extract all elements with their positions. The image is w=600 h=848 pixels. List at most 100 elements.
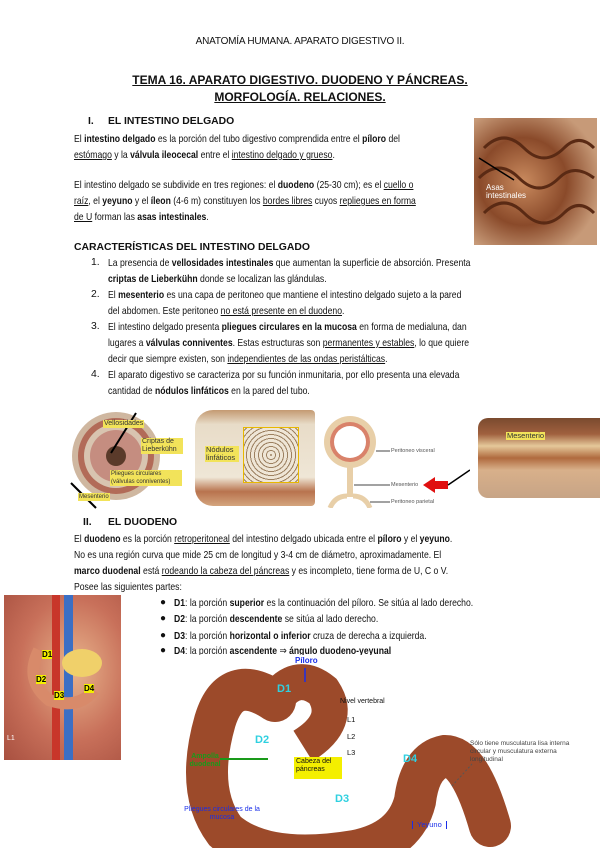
text-segment: de U [74, 212, 93, 223]
text-segment: . [449, 534, 453, 545]
level-l2: L2 [347, 732, 356, 741]
text-segment: : la porción [185, 598, 230, 609]
visceral-peritoneum-label: Peritoneo visceral [391, 448, 435, 454]
duodenum-anatomy-drawing [27, 595, 102, 760]
ampolla-label: Ampolla duodenal [189, 753, 221, 768]
text-segment: El intestino delgado se subdivide en tre… [74, 180, 278, 191]
nodules-label: Nódulos linfáticos [205, 446, 239, 462]
text-segment: D3 [174, 631, 186, 642]
lymph-nodules-image: Nódulos linfáticos [195, 410, 315, 506]
text-segment: . [385, 354, 388, 365]
text-segment: repliegues en forma [339, 196, 416, 207]
text-segment: lugares a [108, 338, 146, 349]
d1-label: D1 [42, 650, 53, 659]
text-segment: cuyos [312, 196, 340, 207]
parietal-peritoneum-label: Peritoneo parietal [391, 499, 435, 505]
text-segment: es la porción del tubo digestivo compren… [155, 134, 363, 145]
text-segment: y es incompleto, tiene forma de U, C o V… [289, 566, 449, 577]
text-segment: . [341, 306, 345, 317]
section-number: I. [88, 116, 94, 127]
text-segment: válvula ileocecal [130, 150, 199, 161]
text-segment: D4 [174, 646, 186, 655]
list-number: 4. [91, 369, 100, 380]
text-segment: es una capa de peritoneo que mantiene el… [164, 290, 462, 301]
text-segment: No es una región curva que mide 25 cm de… [74, 550, 442, 561]
text-segment: decir que siempre existen, son [108, 354, 228, 365]
d4-label: D4 [84, 684, 95, 693]
text-segment: La presencia de [108, 258, 172, 269]
text-segment: está [140, 566, 162, 577]
document-title-line2: MORFOLOGÍA. RELACIONES. [214, 90, 386, 104]
text-line: El intestino delgado se subdivide en tre… [74, 179, 413, 192]
text-segment: yeyuno [102, 196, 133, 207]
text-segment: (4-6 m) constituyen los [170, 196, 263, 207]
text-segment: y la [111, 150, 131, 161]
text-segment: ⇒ [277, 646, 290, 655]
text-segment: es la porción [120, 534, 175, 545]
text-segment: no está presente en el duodeno [220, 306, 342, 317]
text-segment: El [108, 290, 119, 301]
peritoneum-diagram: Peritoneo visceral Mesenterio Peritoneo … [320, 410, 470, 508]
text-segment: y el [132, 196, 151, 207]
text-segment: íleon [150, 196, 171, 207]
crypts-label: Criptas de Lieberkühn [141, 438, 183, 454]
text-segment: horizontal o inferior [229, 631, 311, 642]
text-segment: en la pared del tubo. [228, 386, 310, 397]
text-line: D2: la porción descendente se sitúa al l… [174, 613, 378, 626]
text-segment: rodeando la cabeza del páncreas [161, 566, 290, 577]
page-header: ANATOMÍA HUMANA. APARATO DIGESTIVO II. [195, 36, 405, 47]
text-line: estómago y la válvula ileocecal entre el… [74, 149, 335, 162]
mesentery-image: Mesenterio [478, 418, 600, 498]
text-segment: descendente [229, 614, 283, 625]
musculature-note: Sólo tiene musculatura lisa interna circ… [470, 740, 570, 763]
text-segment: : la porción [185, 614, 230, 625]
duodenum-shape-drawing [186, 664, 511, 848]
text-line: de U forman las asas intestinales. [74, 211, 209, 224]
list-number: 3. [91, 321, 100, 332]
level-l3: L3 [347, 748, 356, 757]
text-line: lugares a válvulas conniventes. Estas es… [108, 337, 469, 350]
peritoneum-drawing [324, 416, 470, 508]
l1-label: L1 [7, 735, 15, 742]
text-segment: retroperitoneal [174, 534, 230, 545]
text-segment: del abdomen. Este peritoneo [108, 306, 221, 317]
text-segment: . [206, 212, 209, 223]
text-segment: duodeno [277, 180, 315, 191]
text-segment: y el [401, 534, 420, 545]
bullet: ● [160, 613, 167, 624]
text-segment: El [74, 134, 85, 145]
section-heading: EL DUODENO [108, 517, 178, 528]
text-segment: : la porción [185, 646, 230, 655]
text-segment: pliegues circulares en la mucosa [221, 322, 357, 333]
villi-cross-section-image: Vellosidades Criptas de Lieberkühn Plieg… [66, 408, 186, 510]
document-title-line1: TEMA 16. APARATO DIGESTIVO. DUODENO Y PÁ… [132, 73, 468, 87]
text-segment: raíz [74, 196, 89, 207]
text-segment: válvulas conniventes [145, 338, 233, 349]
text-segment: forman las [92, 212, 138, 223]
text-segment: independientes de las ondas peristáltica… [227, 354, 386, 365]
d3-part-label: D3 [335, 793, 350, 805]
text-segment: vellosidades intestinales [171, 258, 274, 269]
text-segment: que aumentan la superficie de absorción.… [273, 258, 471, 269]
text-line: del abdomen. Este peritoneo no está pres… [108, 305, 344, 318]
piloro-label: Píloro [295, 656, 318, 665]
text-line: El duodeno es la porción retroperitoneal… [74, 533, 452, 546]
text-line: La presencia de vellosidades intestinale… [108, 257, 470, 270]
level-l1: L1 [347, 715, 356, 724]
bullet: ● [160, 597, 167, 608]
text-line: D3: la porción horizontal o inferior cru… [174, 630, 427, 643]
text-segment: intestino delgado [84, 134, 156, 145]
text-segment: se sitúa al lado derecho. [282, 614, 379, 625]
bullet: ● [160, 630, 167, 641]
text-segment: estómago [74, 150, 112, 161]
d1-part-label: D1 [277, 683, 292, 695]
text-segment: mesenterio [118, 290, 165, 301]
text-segment: marco duodenal [74, 566, 141, 577]
text-segment: en forma de medialuna, dan [356, 322, 467, 333]
intestine-loops-image: Asas intestinales [474, 118, 597, 245]
text-segment: El [74, 534, 85, 545]
text-line: raíz, el yeyuno y el íleon (4-6 m) const… [74, 195, 416, 208]
nivel-vertebral-label: Nivel vertebral [340, 698, 385, 705]
mesentery-ring-label: Mesenterio [391, 482, 419, 488]
text-segment: , el [88, 196, 103, 207]
